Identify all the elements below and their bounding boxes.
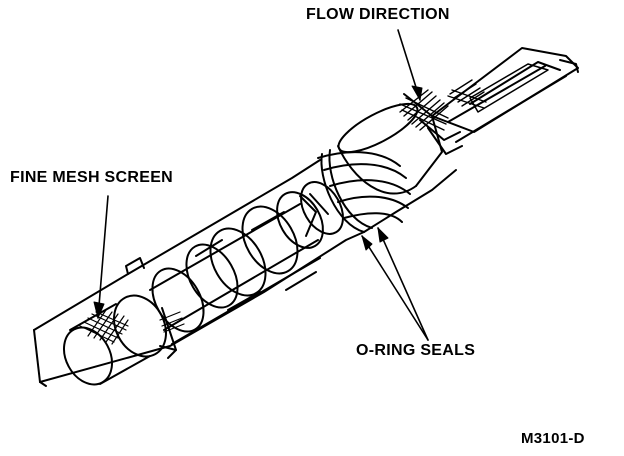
inlet-screen (63, 294, 177, 386)
outlet-tube (431, 47, 579, 143)
o-ring-seals-label: O-RING SEALS (356, 342, 476, 359)
cage-rings (151, 181, 344, 333)
figure-id-label: M3101-D (521, 430, 585, 447)
outer-body-collar (317, 93, 463, 233)
flow-direction-label: FLOW DIRECTION (306, 6, 450, 23)
cage-body (33, 159, 365, 387)
mesh-hatching (79, 309, 185, 345)
arrowheads (93, 85, 423, 319)
fine-mesh-screen-label: FINE MESH SCREEN (10, 169, 174, 186)
